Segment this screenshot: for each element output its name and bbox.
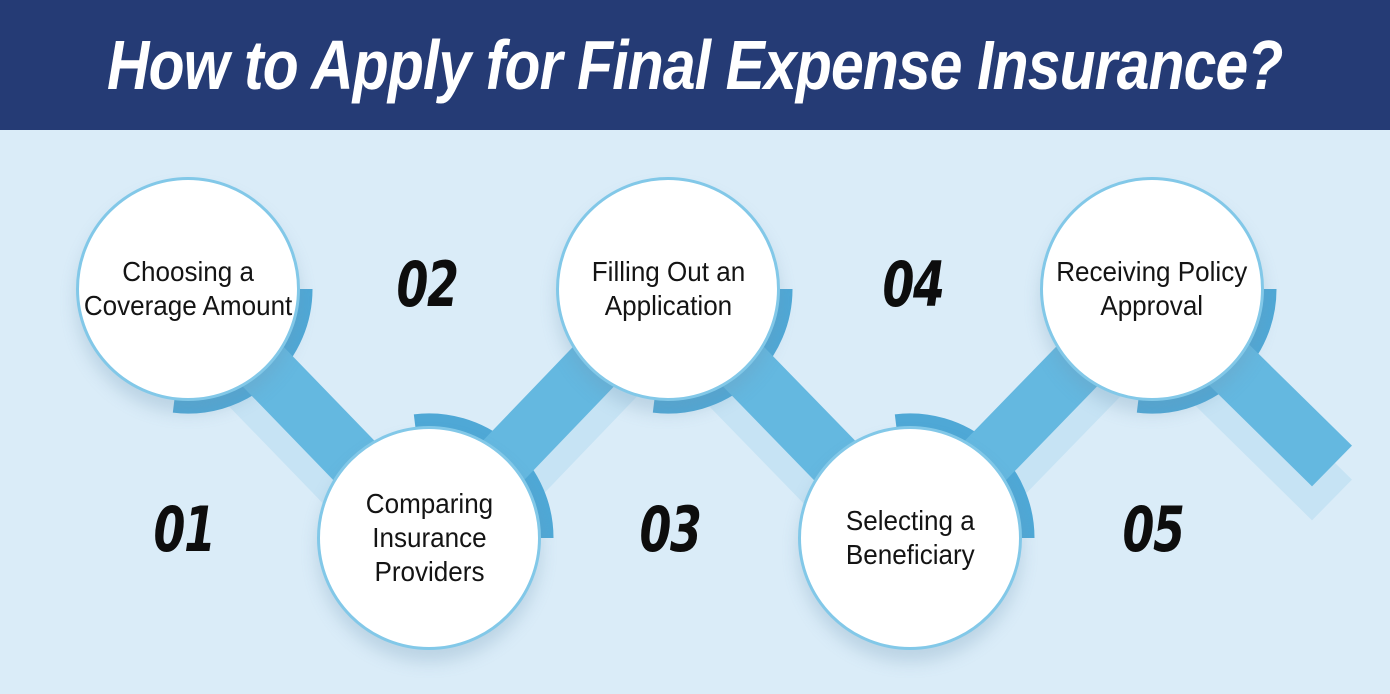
step-2-label-line-3: Providers [373, 556, 484, 587]
step-4-label-line-1: Selecting a [845, 505, 975, 536]
step-circle-2: Comparing Insurance Providers [317, 426, 541, 650]
step-5-label: Receiving Policy Approval [1056, 255, 1247, 323]
step-3-label-line-1: Filling Out an [591, 256, 745, 287]
step-circle-5: Receiving Policy Approval [1040, 177, 1264, 401]
process-diagram: Choosing a Coverage Amount Comparing Ins… [0, 130, 1390, 694]
step-2-label: Comparing Insurance Providers [365, 487, 492, 589]
step-circle-4: Selecting a Beneficiary [798, 426, 1022, 650]
step-number-3: 03 [639, 492, 702, 566]
step-5-label-line-2: Approval [1100, 290, 1204, 321]
step-5-label-line-1: Receiving Policy [1056, 256, 1248, 287]
step-number-2: 02 [396, 247, 459, 321]
step-circle-1: Choosing a Coverage Amount [76, 177, 300, 401]
step-2-label-line-2: Insurance [371, 522, 487, 553]
step-1-label-line-2: Coverage Amount [83, 290, 293, 321]
step-number-1: 01 [153, 492, 216, 566]
title-bar: How to Apply for Final Expense Insurance… [0, 0, 1390, 130]
step-1-label: Choosing a Coverage Amount [84, 255, 292, 323]
step-4-label-line-2: Beneficiary [845, 539, 975, 570]
step-1-label-line-1: Choosing a [122, 256, 254, 287]
step-2-label-line-1: Comparing [365, 488, 493, 519]
step-3-label: Filling Out an Application [591, 255, 744, 323]
step-number-5: 05 [1122, 492, 1185, 566]
step-3-label-line-2: Application [604, 290, 732, 321]
step-number-4: 04 [882, 247, 945, 321]
page-title: How to Apply for Final Expense Insurance… [107, 26, 1283, 104]
step-circle-3: Filling Out an Application [556, 177, 780, 401]
step-4-label: Selecting a Beneficiary [846, 504, 975, 572]
